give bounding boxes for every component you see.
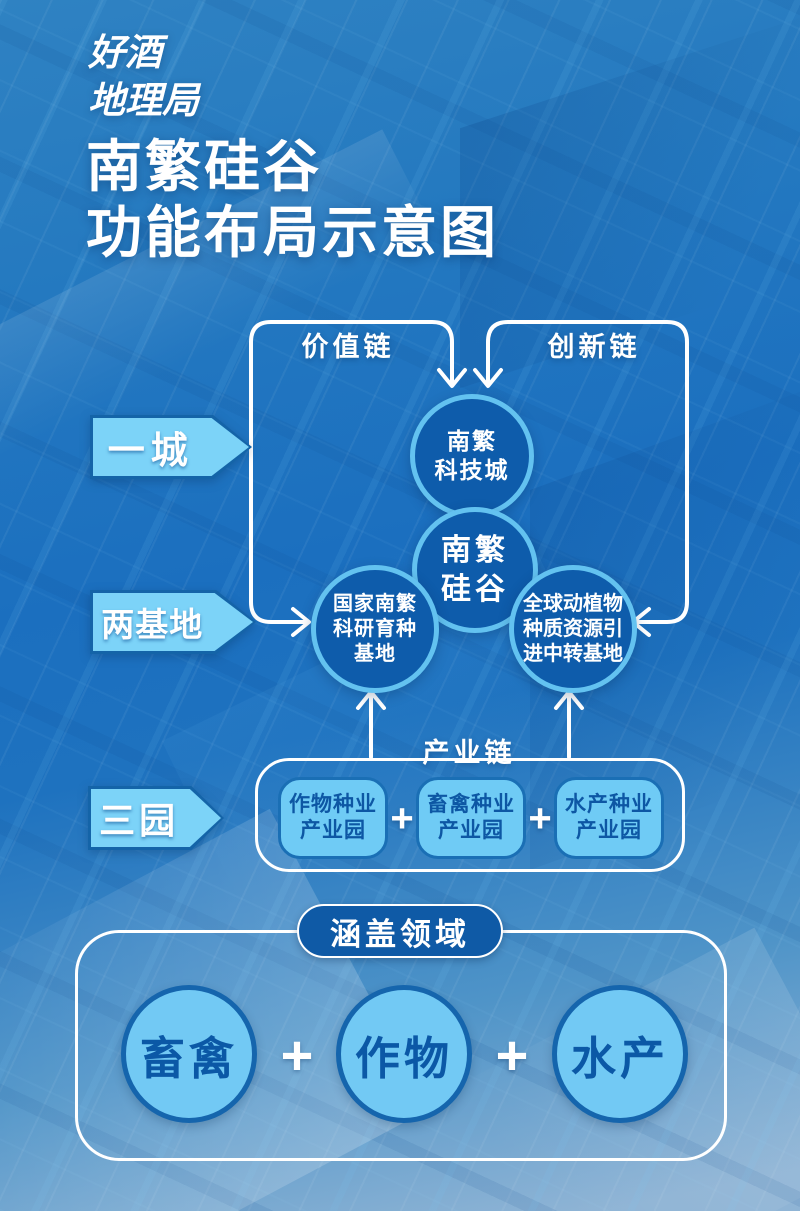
park-livestock-seed-line2: 产业园 bbox=[438, 819, 504, 842]
park-crop-seed: 作物种业 产业园 bbox=[278, 777, 388, 859]
coverage-aquatic-label: 水产 bbox=[570, 1032, 669, 1084]
arrowhead-down-icon bbox=[473, 368, 503, 388]
node-silicon-valley-line2: 硅谷 bbox=[441, 573, 509, 606]
tag-three-parks: 三园 bbox=[88, 786, 224, 850]
node-base-left: 国家南繁 科研育种 基地 bbox=[311, 565, 439, 693]
park-livestock-seed-line1: 畜禽种业 bbox=[427, 792, 515, 816]
node-silicon-valley-line1: 南繁 bbox=[441, 534, 509, 567]
brand-line-2: 地理局 bbox=[88, 81, 199, 123]
node-base-right-line2: 种质资源引 bbox=[523, 617, 623, 640]
coverage-crop: 作物 bbox=[336, 985, 472, 1123]
park-crop-seed-line1: 作物种业 bbox=[289, 792, 377, 816]
node-tech-city: 南繁 科技城 bbox=[410, 394, 534, 518]
coverage-crop-label: 作物 bbox=[354, 1032, 453, 1084]
coverage-aquatic: 水产 bbox=[552, 985, 688, 1123]
brand-logo: 好酒 地理局 bbox=[88, 30, 199, 126]
parks-frame bbox=[255, 758, 685, 872]
tag-two-bases: 两基地 bbox=[90, 590, 256, 654]
page-title: 南繁硅谷 功能布局示意图 bbox=[86, 136, 499, 267]
park-aquatic-seed-line1: 水产种业 bbox=[565, 792, 653, 816]
node-base-left-line3: 基地 bbox=[354, 642, 396, 665]
tag-face: 三园 bbox=[91, 789, 221, 847]
brand-line-1: 好酒 bbox=[88, 33, 162, 74]
park-crop-seed-line2: 产业园 bbox=[300, 819, 366, 842]
node-tech-city-line2: 科技城 bbox=[434, 457, 510, 483]
tag-face: 两基地 bbox=[93, 593, 253, 651]
plus-sign: + bbox=[528, 796, 552, 841]
park-livestock-seed: 畜禽种业 产业园 bbox=[416, 777, 526, 859]
tag-one-city-label: 一城 bbox=[107, 430, 194, 471]
park-aquatic-seed-line2: 产业园 bbox=[576, 819, 642, 842]
title-line-1: 南繁硅谷 bbox=[86, 137, 322, 199]
value-chain-label: 价值链 bbox=[301, 332, 395, 362]
tag-three-parks-label: 三园 bbox=[99, 800, 180, 841]
node-base-right: 全球动植物 种质资源引 进中转基地 bbox=[509, 565, 637, 693]
coverage-livestock: 畜禽 bbox=[121, 985, 257, 1123]
node-base-left-line1: 国家南繁 bbox=[333, 592, 417, 615]
plus-sign: + bbox=[495, 1023, 529, 1087]
innovation-chain-line bbox=[486, 320, 689, 624]
coverage-badge: 涵盖领域 bbox=[297, 904, 503, 958]
arrowhead-down-icon bbox=[437, 368, 467, 388]
industry-chain-label: 产业链 bbox=[422, 738, 516, 768]
plus-sign: + bbox=[280, 1023, 314, 1087]
value-chain-line bbox=[249, 320, 454, 624]
innovation-chain-label: 创新链 bbox=[547, 332, 641, 362]
title-line-2: 功能布局示意图 bbox=[86, 202, 499, 265]
plus-sign: + bbox=[390, 796, 414, 841]
coverage-badge-label: 涵盖领域 bbox=[330, 916, 470, 952]
node-base-left-line2: 科研育种 bbox=[333, 617, 417, 640]
arrowhead-right-icon bbox=[291, 607, 311, 637]
tag-one-city: 一城 bbox=[90, 415, 252, 479]
node-base-right-line3: 进中转基地 bbox=[523, 642, 623, 665]
tag-two-bases-label: 两基地 bbox=[101, 606, 204, 643]
tag-face: 一城 bbox=[93, 418, 249, 476]
park-aquatic-seed: 水产种业 产业园 bbox=[554, 777, 664, 859]
coverage-livestock-label: 畜禽 bbox=[139, 1032, 238, 1084]
node-base-right-line1: 全球动植物 bbox=[523, 592, 623, 615]
node-tech-city-line1: 南繁 bbox=[447, 428, 497, 455]
